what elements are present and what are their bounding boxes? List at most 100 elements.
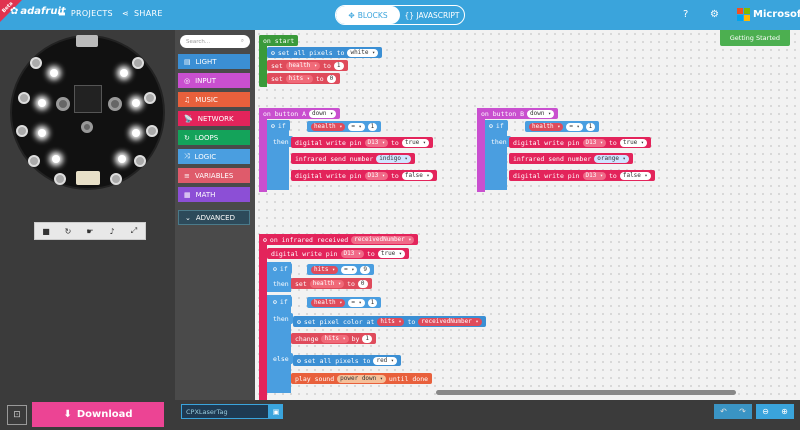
pad[interactable] — [18, 92, 30, 104]
compare-block[interactable]: health ▾ = ▾ 1 — [525, 121, 600, 132]
bool-dropdown[interactable]: true ▾ — [619, 138, 647, 147]
pad[interactable] — [16, 125, 28, 137]
zoom-in-icon[interactable]: ⊕ — [781, 407, 788, 416]
on-start-block[interactable]: on start — [259, 35, 299, 46]
infrared-send-block[interactable]: infrared send number indigo ▾ — [291, 153, 415, 164]
projects-button[interactable]: ▬ PROJECTS — [58, 9, 113, 18]
color-dropdown[interactable]: orange ▾ — [594, 154, 629, 163]
pad[interactable] — [28, 155, 40, 167]
compare-block[interactable]: health ▾ = ▾ 1 — [307, 297, 382, 308]
category-light[interactable]: ▤LIGHT — [178, 54, 250, 69]
circuit-playground-board[interactable] — [10, 35, 165, 190]
variable-dropdown[interactable]: health ▾ — [285, 61, 321, 70]
redo-icon[interactable]: ↷ — [739, 407, 746, 416]
set-pixel-color-block[interactable]: ⚙ set pixel color at hits ▾ to receivedN… — [293, 316, 486, 327]
collapse-simulator-button[interactable]: ⊡ — [7, 405, 27, 425]
category-input[interactable]: ◎INPUT — [178, 73, 250, 88]
bool-dropdown[interactable]: false ▾ — [401, 171, 433, 180]
slowmo-icon[interactable]: ☛ — [86, 226, 94, 236]
variable-dropdown[interactable]: hits ▾ — [285, 74, 313, 83]
pin-dropdown[interactable]: D13 ▾ — [582, 171, 607, 180]
pad[interactable] — [144, 92, 156, 104]
operator-dropdown[interactable]: = ▾ — [341, 265, 358, 274]
category-advanced[interactable]: ⌄ADVANCED — [178, 210, 250, 225]
digital-write-block[interactable]: digital write pin D13 ▾ to false ▾ — [509, 170, 655, 181]
horizontal-scrollbar[interactable] — [436, 390, 736, 395]
category-variables[interactable]: ≡VARIABLES — [178, 168, 250, 183]
blocks-tab[interactable]: ✥ BLOCKS — [336, 6, 400, 24]
on-infrared-received-block[interactable]: ⚙ on infrared received receivedNumber ▾ — [259, 234, 419, 245]
pin-dropdown[interactable]: D13 ▾ — [364, 171, 389, 180]
event-dropdown[interactable]: down ▾ — [527, 109, 555, 118]
on-button-b-block[interactable]: on button B down ▾ — [477, 108, 559, 119]
adafruit-logo[interactable]: ✿ adafruit — [10, 6, 66, 17]
color-dropdown[interactable]: indigo ▾ — [376, 154, 411, 163]
button-b[interactable] — [108, 97, 122, 111]
pad[interactable] — [54, 173, 66, 185]
variable-dropdown[interactable]: health ▾ — [309, 279, 345, 288]
pin-dropdown[interactable]: D13 ▾ — [364, 138, 389, 147]
pad[interactable] — [30, 57, 42, 69]
bool-dropdown[interactable]: false ▾ — [619, 171, 651, 180]
variable-dropdown[interactable]: health ▾ — [311, 122, 346, 131]
number-input[interactable]: 0 — [326, 74, 337, 83]
blocks-workspace[interactable]: Getting Started on start ⚙ set all pixel… — [255, 30, 800, 400]
bool-dropdown[interactable]: true ▾ — [377, 249, 405, 258]
variable-dropdown[interactable]: health ▾ — [311, 298, 346, 307]
save-button[interactable]: ▣ — [269, 404, 283, 419]
gear-icon[interactable]: ⚙ — [710, 9, 719, 20]
digital-write-block[interactable]: digital write pin D13 ▾ to true ▾ — [267, 248, 409, 259]
if-block[interactable]: ⚙ if — [269, 263, 292, 274]
pin-dropdown[interactable]: D13 ▾ — [340, 249, 365, 258]
category-music[interactable]: ♫MUSIC — [178, 92, 250, 107]
infrared-send-block[interactable]: infrared send number orange ▾ — [509, 153, 633, 164]
share-button[interactable]: ⋖ SHARE — [122, 9, 163, 18]
category-network[interactable]: 📡NETWORK — [178, 111, 250, 126]
variable-dropdown[interactable]: hits ▾ — [377, 317, 405, 326]
stop-icon[interactable]: ■ — [42, 226, 50, 236]
variable-dropdown[interactable]: hits ▾ — [321, 334, 349, 343]
operator-dropdown[interactable]: = ▾ — [348, 122, 365, 131]
number-input[interactable]: 1 — [367, 298, 378, 307]
pad[interactable] — [146, 125, 158, 137]
parameter-dropdown[interactable]: receivedNumber ▾ — [418, 317, 482, 326]
pad[interactable] — [132, 57, 144, 69]
number-input[interactable]: 1 — [367, 122, 378, 131]
undo-icon[interactable]: ↶ — [720, 407, 727, 416]
number-input[interactable]: 9 — [360, 265, 370, 274]
digital-write-block[interactable]: digital write pin D13 ▾ to false ▾ — [291, 170, 437, 181]
reset-button[interactable] — [81, 121, 93, 133]
if-block[interactable]: ⚙ if — [485, 120, 508, 131]
search-input[interactable]: Search... ⌕ — [180, 35, 250, 48]
category-math[interactable]: ▦MATH — [178, 187, 250, 202]
on-button-a-block[interactable]: on button A down ▾ — [259, 108, 341, 119]
set-health-block[interactable]: set health ▾ to 0 — [291, 278, 372, 289]
compare-block[interactable]: hits ▾ = ▾ 9 — [307, 264, 374, 275]
category-loops[interactable]: ↻LOOPS — [178, 130, 250, 145]
sound-icon[interactable]: ♪ — [109, 226, 115, 236]
pad[interactable] — [110, 173, 122, 185]
digital-write-block[interactable]: digital write pin D13 ▾ to true ▾ — [509, 137, 651, 148]
digital-write-block[interactable]: digital write pin D13 ▾ to true ▾ — [291, 137, 433, 148]
set-all-pixels-block[interactable]: ⚙ set all pixels to white ▾ — [267, 47, 383, 58]
microsoft-logo[interactable]: Microsoft — [737, 8, 800, 21]
help-icon[interactable]: ? — [683, 9, 689, 20]
category-logic[interactable]: ⤨LOGIC — [178, 149, 250, 164]
number-input[interactable]: 1 — [333, 61, 344, 70]
fullscreen-icon[interactable]: ⤢ — [130, 226, 138, 235]
pad[interactable] — [134, 155, 146, 167]
restart-icon[interactable]: ↻ — [64, 226, 72, 236]
project-name-input[interactable]: CPXLaserTag — [181, 404, 269, 419]
number-input[interactable]: 1 — [585, 122, 596, 131]
button-a[interactable] — [56, 97, 70, 111]
set-health-block[interactable]: set health ▾ to 1 — [267, 60, 348, 71]
sound-dropdown[interactable]: power down ▾ — [337, 374, 386, 383]
parameter-dropdown[interactable]: receivedNumber ▾ — [351, 235, 415, 244]
play-sound-block[interactable]: play sound power down ▾ until done — [291, 373, 433, 384]
if-block[interactable]: ⚙ if — [267, 120, 290, 131]
change-hits-block[interactable]: change hits ▾ by 1 — [291, 333, 377, 344]
bool-dropdown[interactable]: true ▾ — [401, 138, 429, 147]
color-dropdown[interactable]: red ▾ — [373, 356, 397, 365]
operator-dropdown[interactable]: = ▾ — [348, 298, 365, 307]
zoom-out-icon[interactable]: ⊖ — [762, 407, 769, 416]
